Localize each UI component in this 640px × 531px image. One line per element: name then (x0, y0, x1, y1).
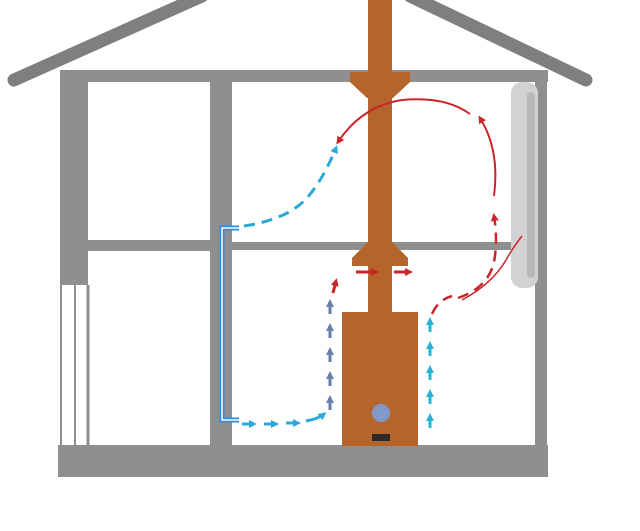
ground-floor-slab (58, 445, 548, 477)
air-duct-inner-line (221, 227, 239, 421)
upper-floor-left (88, 240, 210, 251)
stove-fire-window (372, 404, 390, 422)
floor-cold-air-arrow-icon (305, 412, 327, 423)
roof-right-slope (404, 0, 593, 87)
roof-left-slope (7, 0, 208, 87)
right-warm-rising-arrow-icon (457, 213, 499, 300)
air-duct (219, 225, 239, 423)
left-warm-arrow-icon (330, 278, 339, 294)
chimney-lower-collar (352, 242, 408, 266)
roof (7, 0, 593, 87)
ceiling-warm-loop-arrow-icon (336, 98, 471, 145)
upper-right-warm-arrow-icon (478, 115, 497, 197)
upper-cold-air-arrow-icon (243, 145, 338, 228)
radiator-icon (511, 82, 538, 288)
left-wall (60, 70, 88, 285)
radiator-shade (527, 92, 535, 278)
chimney-upper-collar (350, 72, 410, 98)
chimney-middle-pipe (368, 96, 392, 244)
warm-air-flow (336, 98, 523, 315)
stove-body (342, 312, 418, 446)
right-warm-dash (430, 294, 453, 315)
ceiling (60, 70, 548, 82)
left-rising-air-flow (326, 278, 339, 410)
radiator-warm-line (461, 235, 523, 301)
stove-ash-door (372, 434, 390, 441)
house-structure (58, 70, 548, 477)
chimney-top-pipe (368, 0, 392, 75)
cold-air-flow (242, 145, 338, 428)
left-wall-window (60, 285, 90, 446)
chimney (350, 0, 410, 314)
stove-icon (342, 312, 418, 446)
